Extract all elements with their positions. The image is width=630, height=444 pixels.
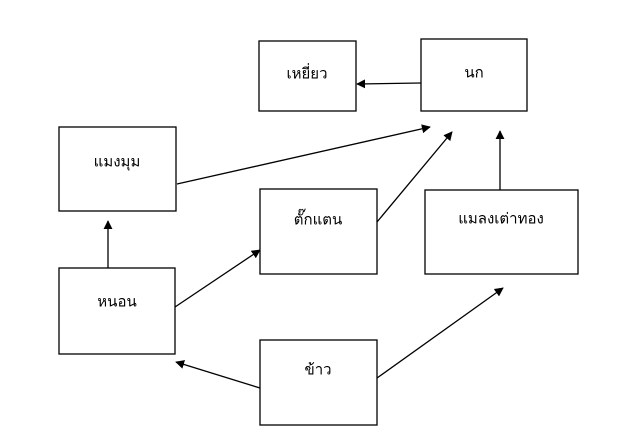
edge-bird-to-hawk [356,79,422,89]
edge-spider-to-bird [176,124,431,185]
node-bird: นก [420,38,528,112]
node-hawk: เหยี่ยว [258,40,357,112]
edge-worm-to-grasshopper [174,249,261,308]
edge-grasshopper-to-bird [376,131,453,223]
node-rice: ข้าว [259,339,378,426]
node-label-bird: นก [464,64,483,82]
node-spider: แมงมุม [58,126,177,212]
node-label-rice: ข้าว [304,361,331,379]
node-beetle: แมลงเต่าทอง [424,189,579,275]
node-grasshopper: ตั๊กแตน [259,188,378,275]
node-label-hawk: เหยี่ยว [286,63,327,83]
edges [103,79,505,389]
edge-rice-to-beetle [376,287,504,379]
node-worm: หนอน [58,267,176,355]
node-label-grasshopper: ตั๊กแตน [294,209,343,229]
node-label-beetle: แมลงเต่าทอง [458,210,544,228]
node-label-worm: หนอน [97,293,136,311]
edge-rice-to-worm [175,360,261,389]
node-label-spider: แมงมุม [94,153,141,172]
